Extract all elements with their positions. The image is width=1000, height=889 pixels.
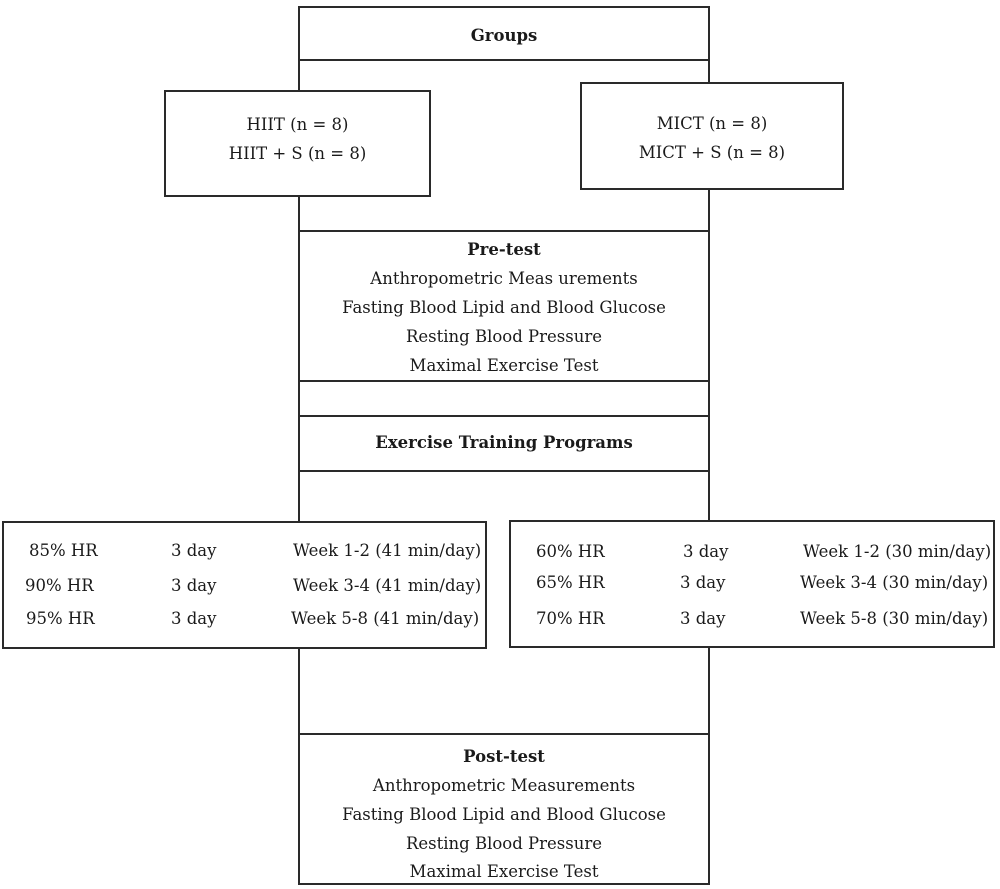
mict-group-line2: MICT + S (n = 8) — [638, 143, 786, 162]
mict-week: Week 1-2 (30 min/day) — [803, 542, 992, 561]
groups-title: Groups — [470, 26, 538, 45]
mict-group-line1: MICT (n = 8) — [656, 114, 768, 133]
mict-group-box: MICT (n = 8) MICT + S (n = 8) — [580, 82, 844, 190]
training-title: Exercise Training Programs — [375, 433, 633, 452]
hiit-frequency: 3 day — [171, 541, 217, 560]
posttest-item: Anthropometric Measurements — [372, 776, 636, 795]
hiit-intensity: 90% HR — [25, 576, 94, 595]
hiit-week: Week 3-4 (41 min/day) — [293, 576, 482, 595]
hiit-group-line1: HIIT (n = 8) — [246, 115, 349, 134]
mict-frequency: 3 day — [680, 609, 726, 628]
groups-box: Groups — [298, 6, 710, 61]
mict-frequency: 3 day — [683, 542, 729, 561]
mict-intensity: 60% HR — [536, 542, 605, 561]
training-box: Exercise Training Programs — [298, 415, 710, 472]
pretest-box: Pre-test Anthropometric Meas urements Fa… — [298, 230, 710, 382]
posttest-title: Post-test — [463, 747, 545, 766]
mict-intensity: 70% HR — [536, 609, 605, 628]
mict-program-box: 60% HR 3 day Week 1-2 (30 min/day) 65% H… — [509, 520, 995, 648]
posttest-item: Maximal Exercise Test — [409, 862, 599, 881]
posttest-box: Post-test Anthropometric Measurements Fa… — [298, 733, 710, 885]
hiit-week: Week 1-2 (41 min/day) — [293, 541, 482, 560]
hiit-program-box: 85% HR 3 day Week 1-2 (41 min/day) 90% H… — [2, 521, 487, 649]
pretest-item: Resting Blood Pressure — [405, 327, 603, 346]
mict-week: Week 5-8 (30 min/day) — [800, 609, 989, 628]
mict-frequency: 3 day — [680, 573, 726, 592]
hiit-intensity: 95% HR — [26, 609, 95, 628]
mict-week: Week 3-4 (30 min/day) — [800, 573, 989, 592]
pretest-item: Maximal Exercise Test — [409, 356, 599, 375]
hiit-week: Week 5-8 (41 min/day) — [291, 609, 480, 628]
mict-intensity: 65% HR — [536, 573, 605, 592]
hiit-group-box: HIIT (n = 8) HIIT + S (n = 8) — [164, 90, 431, 197]
hiit-group-line2: HIIT + S (n = 8) — [228, 144, 367, 163]
posttest-item: Fasting Blood Lipid and Blood Glucose — [342, 805, 666, 824]
pretest-item: Anthropometric Meas urements — [370, 269, 638, 288]
posttest-item: Resting Blood Pressure — [405, 834, 603, 853]
pretest-title: Pre-test — [467, 240, 541, 259]
hiit-frequency: 3 day — [171, 609, 217, 628]
hiit-intensity: 85% HR — [29, 541, 98, 560]
pretest-item: Fasting Blood Lipid and Blood Glucose — [342, 298, 666, 317]
hiit-frequency: 3 day — [171, 576, 217, 595]
